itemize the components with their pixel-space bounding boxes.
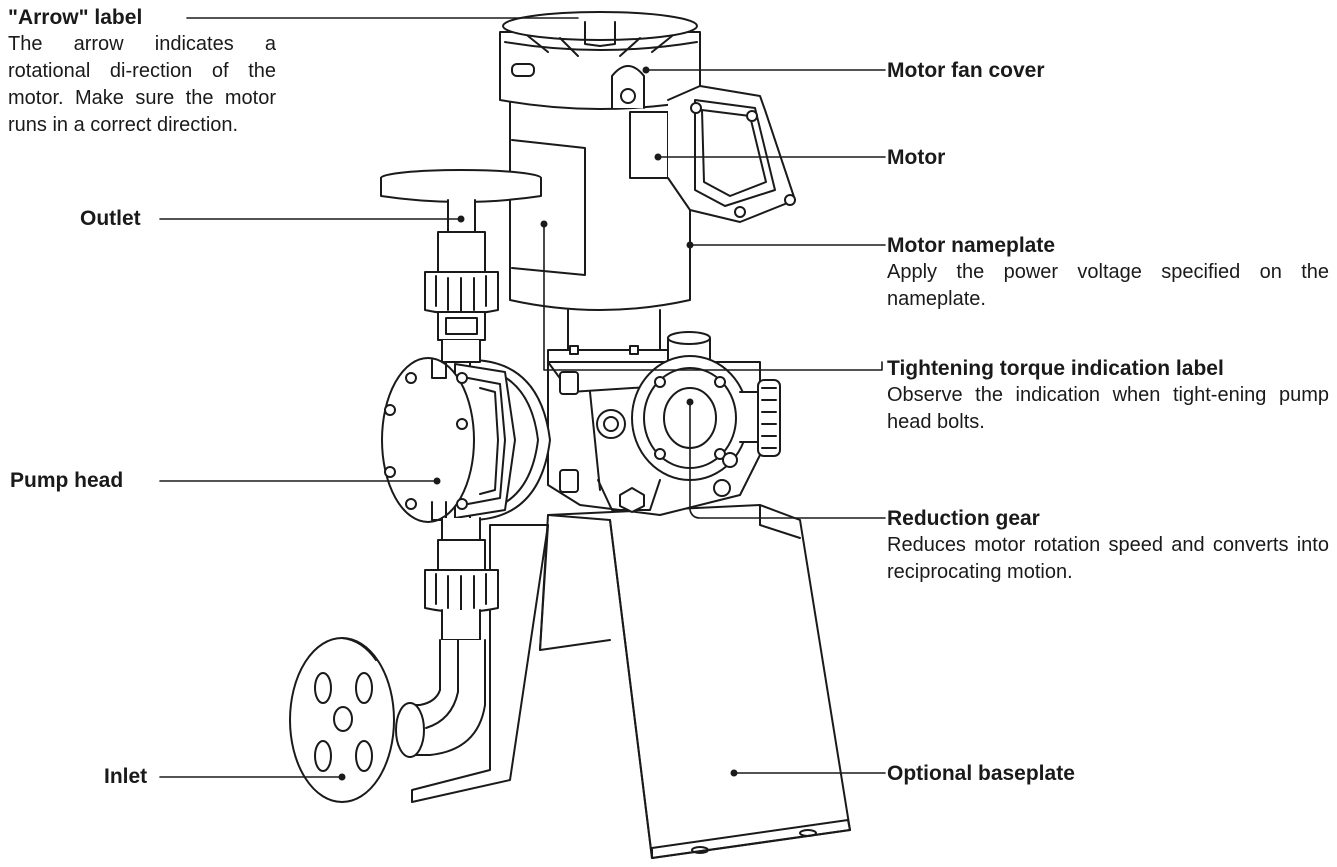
tightening-torque-title: Tightening torque indication label [887,357,1224,380]
motor-nameplate-description: Apply the power voltage specified on the… [887,261,1329,310]
arrow-label-title: "Arrow" label [8,6,143,29]
pump-head-drawing [381,357,551,523]
callout-optional-baseplate: Optional baseplate [887,760,1075,787]
callout-arrow-label: "Arrow" label The arrow indicates a rota… [8,4,276,139]
reduction-gear-description: Reduces motor rotation speed and convert… [887,534,1329,583]
outlet-title: Outlet [80,207,141,230]
motor-drawing [499,11,796,363]
callout-motor-fan-cover: Motor fan cover [887,57,1045,84]
outlet-drawing [380,169,542,363]
leader-motor-nameplate-2 [543,223,883,371]
reduction-gear-title: Reduction gear [887,507,1040,530]
optional-baseplate-title: Optional baseplate [887,762,1075,785]
inlet-drawing [289,517,499,803]
optional-baseplate-drawing [411,504,851,859]
motor-title: Motor [887,146,946,169]
leader-lines [159,17,886,778]
callout-reduction-gear: Reduction gear Reduces motor rotation sp… [887,505,1329,586]
callout-outlet: Outlet [80,205,141,232]
pump-head-title: Pump head [10,469,124,492]
callout-motor: Motor [887,144,945,171]
arrow-label-description: The arrow indicates a rotational di-rect… [8,33,276,136]
callout-inlet: Inlet [104,763,147,790]
motor-fan-cover-title: Motor fan cover [887,59,1045,82]
leader-reduction-gear [689,401,886,519]
callout-tightening-torque-label: Tightening torque indication label Obser… [887,355,1329,436]
callout-motor-nameplate: Motor nameplate Apply the power voltage … [887,232,1329,313]
callout-pump-head: Pump head [10,467,123,494]
motor-nameplate-title: Motor nameplate [887,234,1056,257]
leader-dots [338,66,738,781]
tightening-torque-description: Observe the indication when tight-ening … [887,384,1329,433]
inlet-title: Inlet [104,765,148,788]
